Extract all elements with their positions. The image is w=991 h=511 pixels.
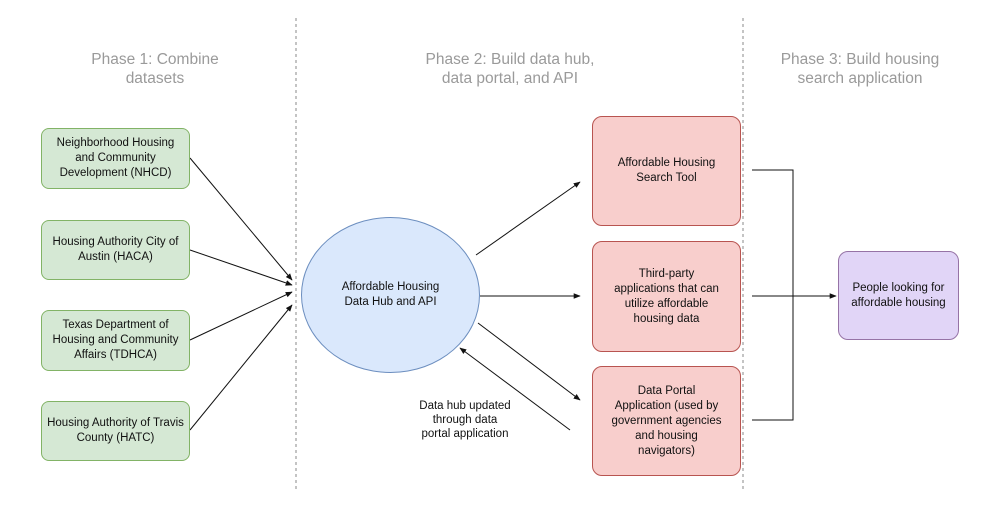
audience-node: People looking for affordable housing	[838, 251, 959, 340]
connector-data-portal-to-hub	[459, 347, 571, 431]
connector-nhcd-to-hub	[189, 157, 293, 281]
output-third-party-apps: Third-party applications that can utiliz…	[592, 241, 741, 352]
output-search-tool: Affordable Housing Search Tool	[592, 116, 741, 226]
connector-search-tool-bracket	[752, 169, 794, 421]
source-tdhca: Texas Department of Housing and Communit…	[41, 310, 190, 371]
connector-tdhca-to-hub	[189, 291, 293, 341]
phase-3-title: Phase 3: Build housing search applicatio…	[780, 51, 940, 87]
phase-2-title: Phase 2: Build data hub, data portal, an…	[425, 51, 595, 87]
connector-hatc-to-hub	[189, 304, 293, 431]
source-nhcd: Neighborhood Housing and Community Devel…	[41, 128, 190, 189]
output-data-portal: Data Portal Application (used by governm…	[592, 366, 741, 476]
connector-haca-to-hub	[189, 249, 293, 286]
phase-1-title: Phase 1: Combine datasets	[91, 51, 219, 87]
connector-hub-to-data-portal	[477, 322, 581, 401]
source-haca: Housing Authority City of Austin (HACA)	[41, 220, 190, 280]
source-hatc: Housing Authority of Travis County (HATC…	[41, 401, 190, 461]
feedback-note: Data hub updated through data portal app…	[419, 400, 511, 440]
connector-hub-to-search-tool	[475, 181, 581, 256]
data-hub: Affordable Housing Data Hub and API	[301, 217, 480, 373]
